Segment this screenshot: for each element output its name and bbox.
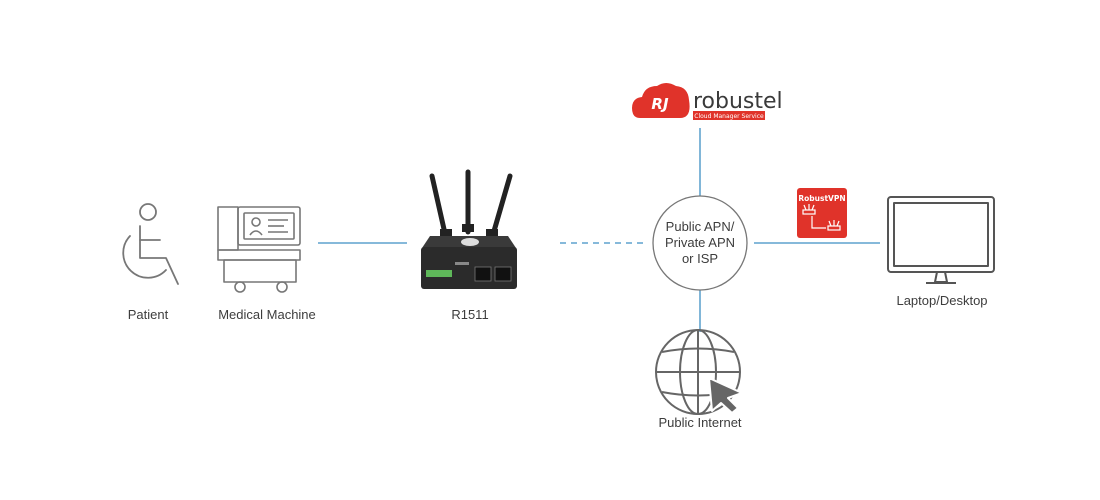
network-node-text: Public APN/ Private APN or ISP <box>665 219 735 267</box>
network-line-3: or ISP <box>681 251 719 266</box>
brand-logo-text: robustel <box>693 89 783 114</box>
monitor-icon <box>887 196 995 284</box>
network-line-1: Public APN/ <box>665 219 735 234</box>
medical-machine-label: Medical Machine <box>218 307 316 322</box>
patient-label: Patient <box>127 307 169 322</box>
medical-machine-icon <box>217 206 301 293</box>
network-node-circle <box>652 195 748 291</box>
cursor-arrow-icon <box>708 377 743 414</box>
cloud-logo-icon: RJ <box>632 83 690 118</box>
router-icon <box>421 169 517 289</box>
laptop-desktop-label: Laptop/Desktop <box>896 293 988 308</box>
wheelchair-icon <box>122 203 179 285</box>
brand-tagline: Cloud Manager Service <box>694 113 764 120</box>
svg-text:RJ: RJ <box>651 95 669 113</box>
public-internet-label: Public Internet <box>658 415 742 430</box>
vpn-badge-text: RobustVPN <box>798 194 845 203</box>
router-label: R1511 <box>451 307 489 322</box>
vpn-routers-icon <box>802 204 841 231</box>
brand-tagline-bar <box>693 111 765 120</box>
network-line-2: Private APN <box>664 235 736 250</box>
